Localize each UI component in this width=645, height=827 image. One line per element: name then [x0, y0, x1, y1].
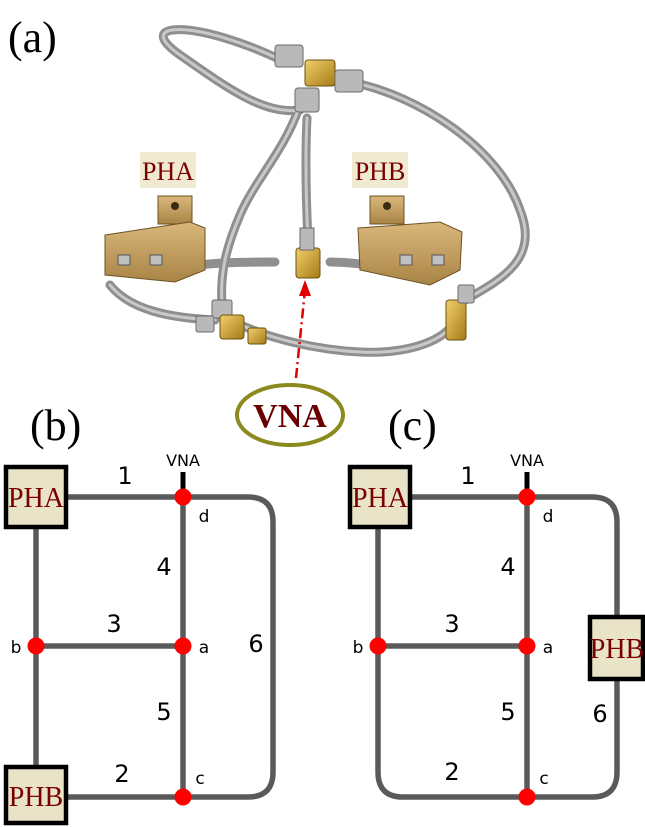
panel-b-node-b [27, 637, 45, 655]
panel-c-phb-box [587, 614, 645, 682]
connectors [195, 44, 475, 345]
panel-c-edge-5: 5 [500, 698, 515, 726]
panel-c-edge-3: 3 [444, 610, 459, 638]
panel-b-edge-6: 6 [248, 630, 263, 658]
phb-module [357, 195, 463, 286]
panel-c-nodes [369, 488, 536, 806]
panel-b-node-d-label: d [199, 507, 210, 527]
phb-photo-label: PHB [355, 157, 406, 186]
panel-c-node-c-label: c [539, 769, 548, 789]
panel-b-node-a-label: a [199, 638, 209, 658]
panel-c-node-a-label: a [543, 638, 553, 658]
panel-c-node-d-label: d [543, 507, 554, 527]
panel-b-phb-label: PHB [9, 782, 63, 813]
panel-c-edge-4: 4 [500, 553, 515, 581]
panel-b-node-c [174, 788, 192, 806]
panel-b-edge-4: 4 [156, 553, 171, 581]
panel-c-edge-1: 1 [460, 462, 475, 490]
panel-c-edge-2: 2 [444, 758, 459, 786]
panel-c-edge-6: 6 [592, 700, 607, 728]
vna-ellipse-label: VNA [253, 398, 327, 435]
panel-b-wires [33, 494, 276, 800]
panel-c-label: (c) [388, 401, 437, 450]
panel-a: (a) [8, 13, 530, 447]
panel-c: (c) PHA PHB VNA 1 2 3 4 5 6 a b c d [347, 401, 645, 806]
pha-module [104, 195, 206, 283]
panel-b-node-c-label: c [195, 769, 204, 789]
panel-b-nodes [27, 488, 192, 806]
panel-c-node-b-label: b [353, 638, 364, 658]
vna-arrow [294, 280, 311, 379]
panel-c-wires [375, 494, 620, 800]
panel-b-edge-1: 1 [117, 462, 132, 490]
panel-a-label: (a) [8, 13, 57, 62]
panel-b-edge-3: 3 [106, 610, 121, 638]
panel-b-node-a [174, 637, 192, 655]
panel-b-node-b-label: b [11, 638, 22, 658]
vna-ellipse [235, 383, 345, 447]
panel-c-node-a [518, 637, 536, 655]
panel-b: (b) PHA PHB VNA 1 2 3 4 5 6 a b c d [3, 401, 276, 826]
panel-b-pha-box [3, 464, 69, 530]
panel-b-node-d [174, 488, 192, 506]
panel-b-label: (b) [30, 401, 81, 450]
panel-b-vna-label: VNA [166, 451, 200, 470]
panel-b-edge-5: 5 [156, 698, 171, 726]
panel-c-pha-label: PHA [352, 483, 409, 514]
panel-c-phb-label: PHB [590, 634, 644, 665]
phb-photo-tag [352, 152, 408, 188]
panel-b-pha-label: PHA [8, 483, 65, 514]
panel-c-vna-label: VNA [510, 451, 544, 470]
panel-c-node-c [518, 788, 536, 806]
panel-c-node-d [518, 488, 536, 506]
pha-photo-label: PHA [142, 157, 194, 186]
panel-c-pha-box [347, 464, 413, 530]
panel-b-phb-box [3, 764, 69, 826]
panel-c-node-b [369, 637, 387, 655]
pha-photo-tag [140, 152, 196, 188]
panel-b-edge-2: 2 [114, 760, 129, 788]
